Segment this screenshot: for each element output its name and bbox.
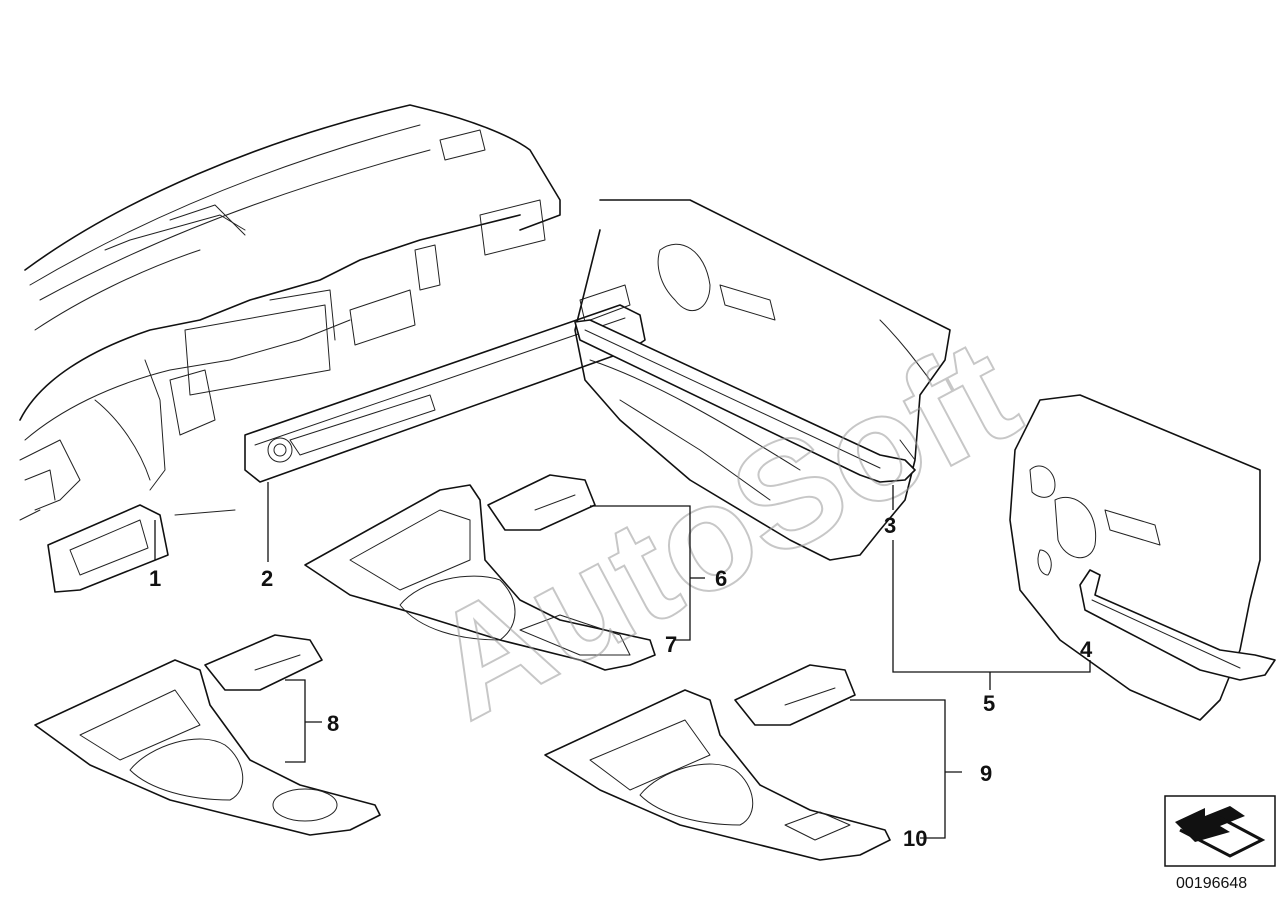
- callout-4: 4: [1080, 637, 1093, 662]
- front-door-panel: [574, 199, 951, 561]
- part-2-dashboard-trim: [244, 284, 646, 483]
- callout-5: 5: [983, 691, 995, 716]
- leader-lines: [154, 482, 1091, 839]
- callout-6: 6: [715, 566, 727, 591]
- part-8-center-console-trim: [34, 634, 381, 836]
- part-6-center-console-trim: [304, 484, 656, 671]
- catalog-number: 00196648: [1176, 875, 1247, 892]
- callout-10: 10: [903, 826, 927, 851]
- arrow-direction-icon: [1164, 795, 1276, 867]
- part-9-center-console-trim: [544, 664, 891, 861]
- callout-8: 8: [327, 711, 339, 736]
- callout-9: 9: [980, 761, 992, 786]
- part-7-cover-upper: [487, 474, 596, 531]
- callout-7: 7: [665, 632, 677, 657]
- callout-2: 2: [261, 566, 273, 591]
- rear-door-panel: [1009, 394, 1261, 721]
- part-3-front-door-trim: [574, 319, 916, 483]
- callout-1: 1: [149, 566, 161, 591]
- part-4-rear-door-trim: [1079, 569, 1276, 681]
- callout-3: 3: [884, 513, 896, 538]
- part-1-trim-strip: [47, 504, 169, 593]
- dashboard-assembly: [19, 104, 561, 521]
